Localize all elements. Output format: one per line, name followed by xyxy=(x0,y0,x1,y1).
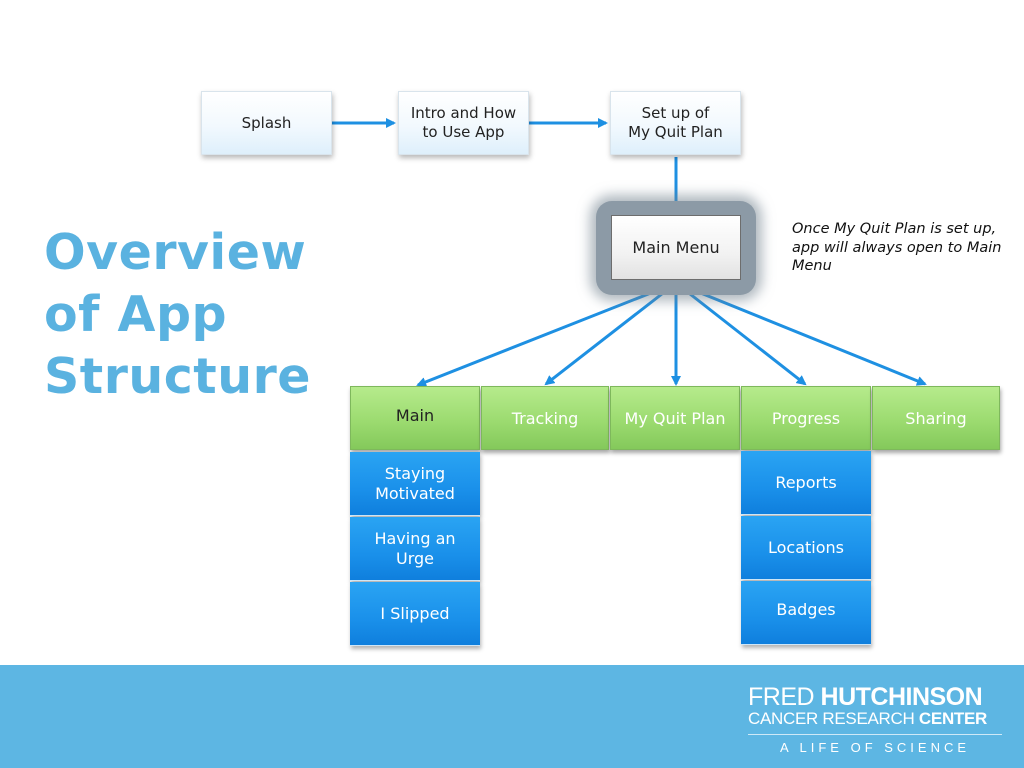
section-label: Staying Motivated xyxy=(375,463,455,503)
logo-line-1: FRED HUTCHINSON xyxy=(748,683,1002,711)
tab-label: Sharing xyxy=(905,408,967,428)
setup-quit-plan-box: Set up of My Quit Plan xyxy=(610,91,741,155)
logo-divider xyxy=(748,734,1002,735)
section-i-slipped: I Slipped xyxy=(350,582,480,646)
splash-box: Splash xyxy=(201,91,332,155)
title-line: Structure xyxy=(44,348,312,405)
logo-center: CENTER xyxy=(918,709,988,728)
tab-label: My Quit Plan xyxy=(624,408,726,428)
section-locations: Locations xyxy=(741,516,871,580)
tab-tracking: Tracking xyxy=(481,386,609,450)
intro-label: Intro and How to Use App xyxy=(410,104,517,141)
logo-cancer-research: CANCER RESEARCH xyxy=(748,709,915,728)
section-label: Locations xyxy=(767,537,844,557)
section-label: I Slipped xyxy=(380,603,450,623)
tab-sharing: Sharing xyxy=(872,386,1000,450)
tab-my-quit-plan: My Quit Plan xyxy=(610,386,740,450)
setup-label: Set up of My Quit Plan xyxy=(628,104,723,141)
main-menu-box: Main Menu xyxy=(611,215,741,280)
logo-fred: FRED xyxy=(748,683,815,711)
tab-label: Tracking xyxy=(511,408,579,428)
tab-main: Main xyxy=(350,386,480,450)
tab-label: Main xyxy=(395,405,435,425)
arrow-menu-to-main xyxy=(416,281,677,387)
logo-line-2: CANCER RESEARCH CENTER xyxy=(748,709,1002,728)
intro-box: Intro and How to Use App xyxy=(398,91,529,155)
logo-hutchinson: HUTCHINSON xyxy=(820,683,983,711)
arrow-menu-to-sharing xyxy=(675,281,927,386)
section-label: Reports xyxy=(775,472,837,492)
main-menu-label: Main Menu xyxy=(632,238,720,257)
fred-hutch-logo: FRED HUTCHINSON CANCER RESEARCH CENTER A… xyxy=(748,685,1002,755)
slide-title: Overview of App Structure xyxy=(44,222,344,408)
tab-label: Progress xyxy=(771,408,841,428)
splash-label: Splash xyxy=(241,113,292,132)
arrow-menu-to-tracking xyxy=(544,281,677,386)
footer-band: FRED HUTCHINSON CANCER RESEARCH CENTER A… xyxy=(0,665,1024,768)
section-staying-motivated: Staying Motivated xyxy=(350,452,480,516)
arrow-menu-to-progress xyxy=(675,281,807,386)
title-line: of App xyxy=(44,286,228,343)
title-line: Overview xyxy=(44,224,307,281)
section-label: Having an Urge xyxy=(374,528,456,568)
section-having-an-urge: Having an Urge xyxy=(350,517,480,581)
main-menu-note: Once My Quit Plan is set up, app will al… xyxy=(792,221,1002,274)
section-label: Badges xyxy=(776,599,836,619)
section-badges: Badges xyxy=(741,581,871,645)
section-reports: Reports xyxy=(741,451,871,515)
logo-tagline: A LIFE OF SCIENCE xyxy=(779,740,971,755)
tab-progress: Progress xyxy=(741,386,871,450)
